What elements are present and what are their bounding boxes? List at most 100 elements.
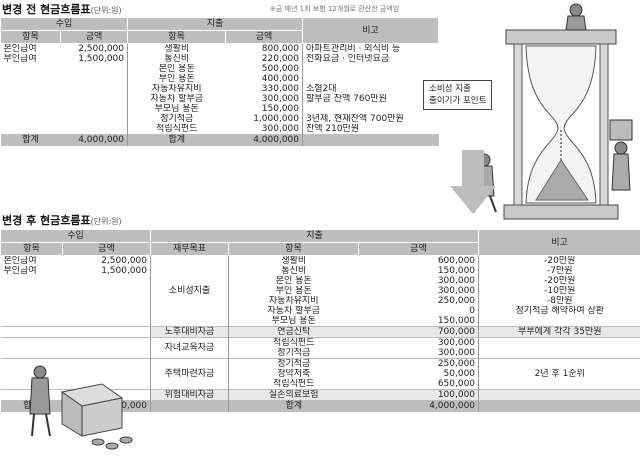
after-title: 변경 후 현금흐름표(단위:원) <box>2 214 122 227</box>
expense-amount: 250,000 <box>358 358 479 369</box>
expense-item: 자동차 할부금 <box>228 306 359 316</box>
expense-item: 부모님 용돈 <box>127 104 226 114</box>
table-row: 본인 용돈 500,000 <box>1 64 439 74</box>
expense-amount: 150,000 <box>437 316 476 326</box>
remark <box>478 389 640 400</box>
expense-item: 부인 용돈 <box>228 286 359 296</box>
money-box-illustration <box>29 365 133 450</box>
income-amount: 1,500,000 <box>101 266 147 276</box>
remark: -20만원 <box>478 276 640 286</box>
expense-item: 생활비 <box>228 255 359 266</box>
remark <box>478 379 640 390</box>
after-expense-item-header: 항목 <box>228 242 359 256</box>
income-item: 부인급여 <box>3 54 37 64</box>
table-row: 자녀교육자금 적립식펀드 300,000 <box>0 337 640 359</box>
expense-amount: 650,000 <box>437 379 476 389</box>
remark: -10만원 <box>478 286 640 296</box>
remark: 할부금 잔액 760만원 <box>302 94 439 104</box>
expense-item: 본인 용돈 <box>127 64 226 74</box>
remark: 부부에게 각각 35만원 <box>478 326 640 338</box>
expense-amount: 300,000 <box>261 124 299 134</box>
expense-item: 부인 용돈 <box>127 74 226 84</box>
expense-amount: 300,000 <box>261 94 299 104</box>
table-row: 부모님 용돈 150,000 <box>1 104 439 114</box>
table-row: 본인급여 2,500,000 소비성지출 생활비 600,000 -20만원 <box>1 255 640 327</box>
remark: 소형2대 <box>302 84 439 94</box>
expense-amount: 300,000 <box>437 276 476 286</box>
income-amount: 1,500,000 <box>78 54 124 64</box>
expense-item: 정기적금 <box>127 114 226 124</box>
before-title: 변경 전 현금흐름표(단위:원) <box>2 3 122 16</box>
expense-item: 실손의료보험 <box>228 389 359 400</box>
remark <box>302 104 439 114</box>
total-expense: 4,000,000 <box>358 400 479 412</box>
down-arrow-icon <box>450 150 496 214</box>
after-expense-amount-header: 금액 <box>357 242 480 256</box>
remark <box>302 74 439 84</box>
expense-item: 통신비 <box>228 266 359 276</box>
table-row: 자동차유지비 330,000 소형2대 <box>1 84 439 94</box>
total-row: 합계 4,000,000 합계 4,000,000 <box>0 134 439 146</box>
expense-amount: 330,000 <box>261 84 299 94</box>
expense-amount: 600,000 <box>437 256 476 266</box>
remark: -7만원 <box>478 266 640 276</box>
expense-item: 적립식펀드 <box>228 379 359 390</box>
after-goal-header: 재무목표 <box>150 242 229 256</box>
expense-item: 청약저축 <box>228 369 359 379</box>
remark: 3년제, 현재잔액 700만원 <box>302 114 439 124</box>
before-note: ※금 매년 1회 보험 12개월로 환산한 금액임 <box>270 5 400 13</box>
table-row: 자동차유지비 250,000 -8만원 <box>1 296 640 306</box>
expense-item: 자동차유지비 <box>127 84 226 94</box>
total-expense: 4,000,000 <box>225 134 303 146</box>
table-row: 부인 용돈 400,000 <box>1 74 439 84</box>
expense-amount: 150,000 <box>437 266 476 276</box>
expense-amount: 800,000 <box>261 44 299 54</box>
expense-amount: 300,000 <box>437 348 476 358</box>
expense-amount: 50,000 <box>443 369 476 379</box>
after-income-item-header: 항목 <box>0 242 63 256</box>
expense-amount: 250,000 <box>437 296 476 306</box>
income-item: 본인급여 <box>3 256 37 266</box>
table-row: 적립식펀드 650,000 <box>1 379 640 390</box>
income-amount: 2,500,000 <box>78 44 124 54</box>
expense-item: 본인 용돈 <box>228 276 359 286</box>
income-item: 부인급여 <box>3 266 37 276</box>
remark <box>478 337 640 348</box>
expense-item: 적립식펀드 <box>228 337 359 348</box>
expense-amount: 1,000,000 <box>253 114 299 124</box>
hourglass-illustration <box>473 3 633 220</box>
expense-amount: 500,000 <box>261 64 299 74</box>
table-row: 주택마련자금 정기적금 250,000 <box>0 358 640 390</box>
expense-amount: 400,000 <box>261 74 299 84</box>
table-row: 정기적금 1,000,000 3년제, 현재잔액 700만원 <box>1 114 439 124</box>
expense-amount: 220,000 <box>261 54 299 64</box>
table-row: 자동차 할부금 300,000 할부금 잔액 760만원 <box>1 94 439 104</box>
table-row: 적립식펀드 300,000 잔액 210만원 <box>1 124 439 134</box>
before-expense-header: 지출 <box>127 17 303 31</box>
goal-group: 위험대비자금 <box>150 389 229 400</box>
callout-line-1: 소비성 지출 <box>429 84 471 94</box>
goal-group: 주택마련자금 <box>150 358 229 390</box>
table-row: 부인 용돈 300,000 -10만원 <box>1 286 640 296</box>
expense-amount: 300,000 <box>358 337 479 348</box>
remark <box>302 64 439 74</box>
goal-group: 소비성지출 <box>150 255 229 327</box>
table-row: 본인 용돈 300,000 -20만원 <box>1 276 640 286</box>
after-income-amount-header: 금액 <box>62 242 151 256</box>
callout-box: 소비성 지출 줄이기가 포인트 <box>423 80 493 110</box>
remark: -20만원 <box>478 255 640 266</box>
table-row: 자동차 할부금 0 정기적금 해약하여 상환 <box>1 306 640 316</box>
before-income-amount-header: 금액 <box>60 30 128 44</box>
total-label: 합계 <box>127 134 226 146</box>
expense-amount: 300,000 <box>437 286 476 296</box>
expense-item: 생활비 <box>127 43 226 54</box>
before-income-item-header: 항목 <box>0 30 61 44</box>
remark: 정기적금 해약하여 상환 <box>478 306 640 316</box>
remark: 아파트관리비 · 외식비 등 <box>302 43 439 54</box>
after-income-header: 수입 <box>0 229 151 243</box>
remark: 전화요금 · 인터넷요금 <box>302 54 439 64</box>
table-row: 노후대비자금 연금신탁 700,000 부부에게 각각 35만원 <box>0 326 640 338</box>
expense-item: 적립식펀드 <box>127 124 226 134</box>
expense-item: 연금신탁 <box>228 326 359 338</box>
expense-amount: 150,000 <box>261 104 299 114</box>
